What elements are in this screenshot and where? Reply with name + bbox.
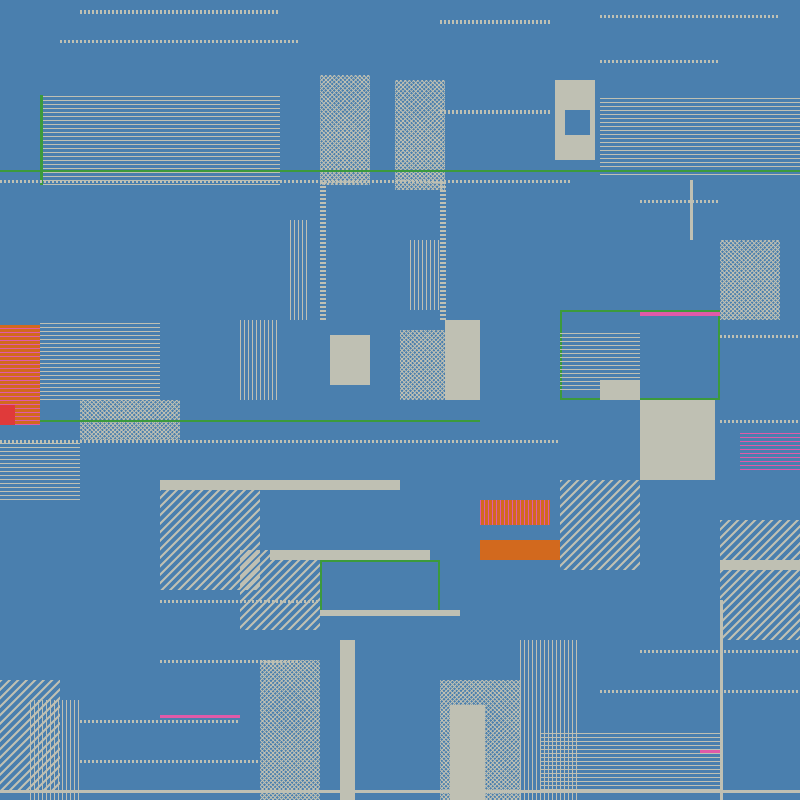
diagonal-hatch	[720, 520, 800, 640]
checker-block	[260, 660, 320, 800]
stripe-column	[410, 240, 440, 310]
stripe-column	[240, 320, 280, 400]
orange-block	[480, 540, 560, 560]
diagonal-hatch	[240, 550, 320, 630]
light-column	[340, 640, 355, 800]
light-panel	[445, 320, 480, 400]
light-line	[690, 180, 693, 240]
light-bar	[160, 480, 400, 490]
dotted-trace	[160, 660, 300, 663]
magenta-trace	[640, 312, 720, 316]
magenta-stripes	[480, 500, 550, 525]
magenta-trace	[700, 750, 720, 753]
light-bar	[270, 550, 430, 560]
checker-block	[395, 80, 445, 190]
green-edge	[40, 95, 43, 185]
dotted-trace	[720, 335, 800, 338]
dotted-trace	[640, 200, 720, 203]
red-mark	[0, 405, 15, 425]
dotted-via	[320, 180, 326, 320]
checker-block	[720, 240, 780, 320]
light-panel	[330, 335, 370, 385]
dotted-trace	[160, 600, 320, 603]
green-frame	[320, 560, 440, 615]
dotted-trace	[80, 10, 280, 14]
dotted-trace	[0, 440, 560, 443]
dotted-trace	[80, 720, 240, 723]
dotted-trace	[0, 180, 570, 183]
dotted-trace	[600, 60, 720, 63]
light-bar	[320, 610, 460, 616]
notch	[565, 110, 590, 135]
magenta-trace	[160, 715, 240, 718]
stripe-column	[290, 220, 310, 320]
dotted-via	[440, 180, 446, 320]
dotted-trace	[440, 110, 550, 114]
dotted-trace	[600, 690, 800, 693]
checker-block	[320, 75, 370, 185]
light-line	[720, 600, 723, 800]
diagonal-hatch	[560, 480, 640, 570]
dotted-trace	[440, 20, 550, 24]
stripe-block	[540, 730, 720, 790]
light-bar	[0, 790, 800, 793]
dotted-trace	[60, 40, 300, 43]
dotted-trace	[80, 760, 260, 763]
stripe-block	[40, 320, 160, 400]
stripe-column	[30, 700, 80, 800]
light-panel	[640, 400, 715, 480]
dotted-trace	[720, 420, 800, 423]
light-panel	[600, 380, 640, 400]
stripe-block	[0, 440, 80, 500]
stripe-block	[600, 95, 800, 175]
green-trace	[0, 170, 800, 172]
magenta-stripes	[740, 430, 800, 470]
light-panel	[450, 705, 485, 800]
green-trace	[40, 420, 480, 422]
dotted-trace	[600, 15, 780, 18]
